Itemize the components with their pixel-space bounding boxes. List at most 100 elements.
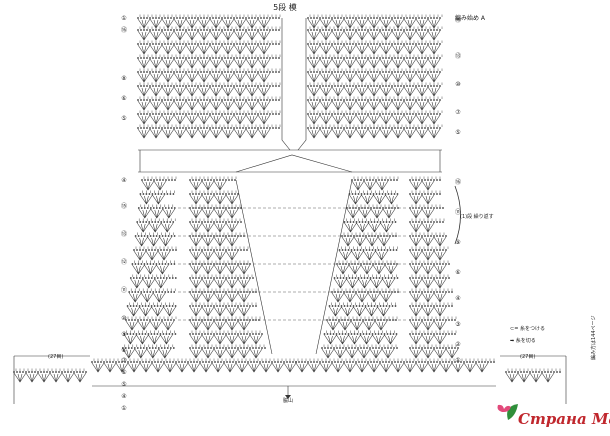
chain-dot	[266, 57, 268, 59]
chain-dot	[346, 113, 348, 115]
chain-dot	[207, 347, 209, 349]
chain-dot	[430, 333, 432, 335]
chain-dot	[381, 179, 383, 181]
chain-dot	[354, 179, 356, 181]
stitch-ticks	[338, 260, 396, 263]
yoke-right-row	[307, 14, 443, 29]
chain-dot	[233, 29, 235, 31]
chain-dot	[216, 235, 218, 237]
chain-dot	[201, 193, 203, 195]
chain-dot	[172, 193, 175, 195]
chain-dot	[326, 319, 328, 321]
chain-dot	[379, 71, 381, 73]
chain-dot	[94, 361, 96, 363]
chain-dot	[337, 99, 339, 101]
chain-dot	[439, 193, 441, 195]
chain-dot	[160, 347, 163, 349]
chain-dot	[418, 57, 420, 59]
chain-dot	[382, 57, 384, 59]
center-arrow-icon	[285, 395, 291, 399]
chain-dot	[406, 361, 408, 363]
chain-dot	[151, 249, 153, 251]
chain-dot	[252, 305, 254, 307]
stitch-fans	[189, 208, 239, 219]
chain-dot	[378, 277, 381, 279]
chain-dot	[424, 361, 426, 363]
chain-dot	[269, 113, 271, 115]
chain-dot	[125, 319, 127, 321]
chain-dot	[179, 113, 181, 115]
center-v	[235, 154, 353, 173]
chain-dot	[366, 263, 368, 265]
chain-dot	[349, 17, 351, 19]
chain-dot	[212, 43, 214, 45]
chain-dot	[25, 371, 27, 373]
chain-dot	[280, 361, 282, 363]
chain-dot	[179, 127, 181, 129]
chain-dot	[220, 361, 222, 363]
chain-dot	[197, 113, 199, 115]
row-marker: ⑩	[455, 81, 460, 88]
chain-dot	[451, 361, 453, 363]
row-marker: ⑪	[455, 208, 461, 216]
chain-dot	[137, 71, 139, 73]
chain-dot	[387, 277, 390, 279]
chain-dot	[377, 333, 380, 335]
chain-dot	[322, 57, 324, 59]
stitch-ticks	[191, 190, 237, 193]
chain-dot	[376, 305, 379, 307]
stitch-fans	[189, 348, 263, 359]
chain-dot	[159, 333, 162, 335]
chain-dot	[143, 235, 146, 237]
chain-dot	[236, 113, 238, 115]
chain-dot	[210, 277, 212, 279]
chain-dot	[412, 277, 414, 279]
chain-dot	[266, 71, 268, 73]
chain-dot	[176, 99, 178, 101]
chain-dot	[445, 235, 447, 237]
skirt-inner-right-row	[351, 176, 399, 191]
chain-dot	[421, 57, 423, 59]
chain-dot	[364, 17, 366, 19]
chain-dot	[204, 193, 206, 195]
chain-dot	[307, 85, 309, 87]
chain-dot	[192, 179, 194, 181]
chain-dot	[395, 333, 398, 335]
skirt-outer-right-row	[409, 302, 453, 317]
chain-dot	[352, 71, 354, 73]
chain-dot	[439, 29, 441, 31]
row-marker: ①	[121, 405, 126, 412]
chain-dot	[412, 29, 414, 31]
chain-dot	[372, 277, 375, 279]
chain-dot	[394, 17, 396, 19]
chain-dot	[553, 371, 555, 373]
panel-diagonals	[235, 179, 353, 355]
chain-dot	[163, 221, 166, 223]
chain-dot	[379, 17, 381, 19]
chain-dot	[227, 99, 229, 101]
chain-dot	[342, 277, 345, 279]
chain-dot	[278, 29, 280, 31]
chain-dot	[234, 305, 236, 307]
chain-dot	[313, 43, 315, 45]
chain-dot	[445, 277, 447, 279]
chain-dot	[198, 179, 200, 181]
chain-dot	[433, 113, 435, 115]
chain-dot	[385, 113, 387, 115]
chain-dot	[141, 305, 144, 307]
stitch-ticks	[411, 274, 449, 277]
chain-dot	[328, 57, 330, 59]
chain-dot	[403, 29, 405, 31]
chain-dot	[167, 319, 169, 321]
chain-dot	[421, 361, 423, 363]
stitch-ticks	[309, 40, 443, 43]
chain-dot	[388, 29, 390, 31]
stitch-ticks	[139, 124, 281, 127]
chain-dot	[182, 99, 184, 101]
chain-dot	[334, 29, 336, 31]
chain-dot	[406, 113, 408, 115]
chain-dot	[208, 361, 210, 363]
chain-dot	[219, 277, 221, 279]
chain-dot	[505, 371, 507, 373]
chain-dot	[559, 371, 561, 373]
